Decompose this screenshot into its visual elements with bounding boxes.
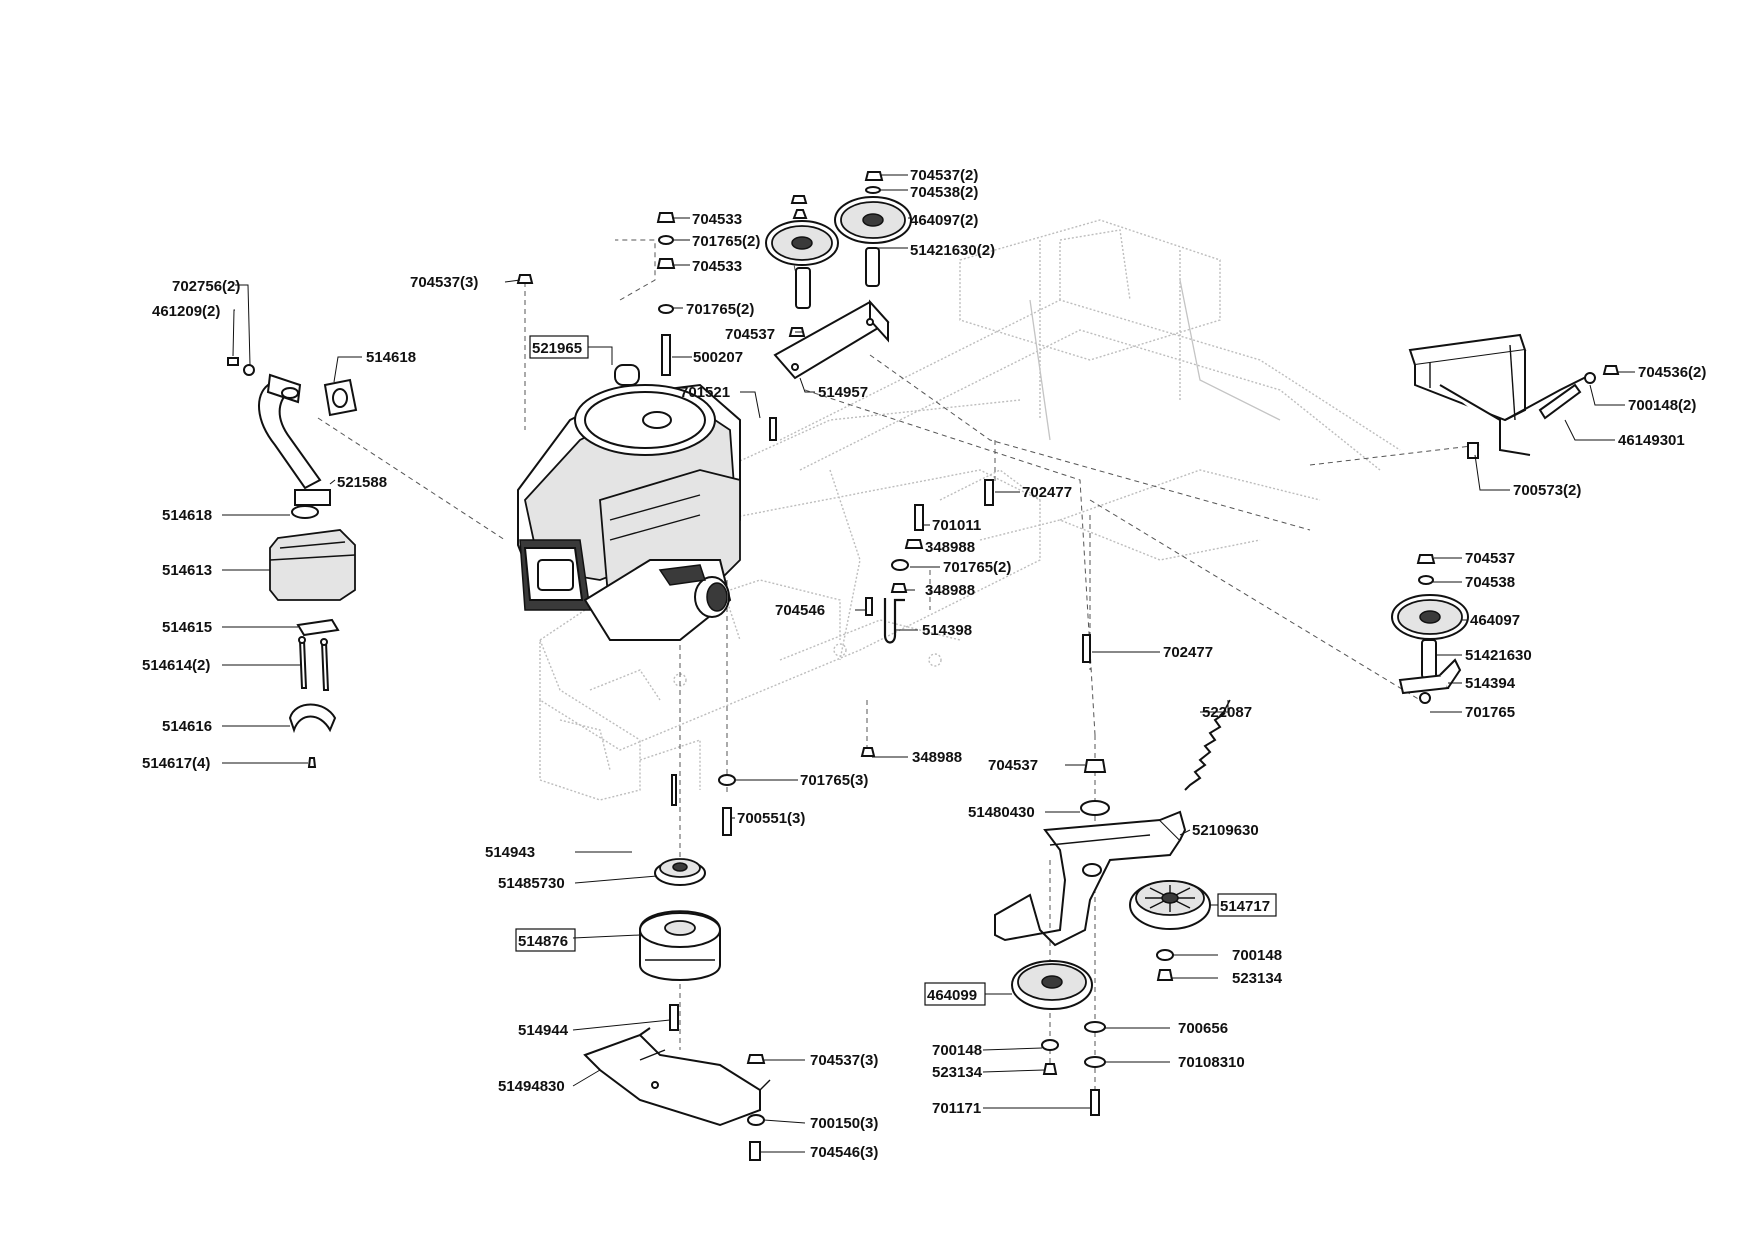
label-500207: 500207 [693, 349, 743, 366]
engine-assembly [517, 364, 741, 641]
label-523134-b: 523134 [932, 1064, 983, 1081]
leader-lines [222, 174, 1635, 1153]
label-514615: 514615 [162, 619, 212, 636]
label-514618-a: 514618 [366, 349, 416, 366]
label-701765-2-c: 701765(2) [943, 559, 1011, 576]
label-704537-r: 704537 [1465, 550, 1515, 567]
label-704537-3-lo: 704537(3) [810, 1052, 878, 1069]
label-51421630-2: 51421630(2) [910, 242, 995, 259]
label-704538-2: 704538(2) [910, 184, 978, 201]
label-51485730: 51485730 [498, 875, 565, 892]
label-701765-2-a: 701765(2) [692, 233, 760, 250]
right-pulley-stack [1391, 554, 1469, 704]
idler-arm-assembly [994, 699, 1231, 1116]
label-514617-4: 514617(4) [142, 755, 210, 772]
label-702477-b: 702477 [1163, 644, 1213, 661]
label-704538-r: 704538 [1465, 574, 1515, 591]
label-51480430: 51480430 [968, 804, 1035, 821]
label-514876: 514876 [518, 933, 568, 950]
label-523134-a: 523134 [1232, 970, 1283, 987]
label-704537-2: 704537(2) [910, 167, 978, 184]
label-521588: 521588 [337, 474, 387, 491]
clutch-assembly [583, 774, 771, 1161]
label-704536-2: 704536(2) [1638, 364, 1706, 381]
label-51494830: 51494830 [498, 1078, 565, 1095]
label-514614-2: 514614(2) [142, 657, 210, 674]
label-514957: 514957 [818, 384, 868, 401]
label-348988-a: 348988 [925, 539, 975, 556]
label-704537-mid: 704537 [725, 326, 775, 343]
label-701171: 701171 [932, 1100, 981, 1117]
label-514616: 514616 [162, 718, 212, 735]
part-labels: 704537(2) 704538(2) 464097(2) 51421630(2… [142, 167, 1706, 1161]
label-702477-a: 702477 [1022, 484, 1072, 501]
label-514613: 514613 [162, 562, 212, 579]
label-701011: 701011 [932, 517, 981, 534]
label-702756-2: 702756(2) [172, 278, 240, 295]
label-514394: 514394 [1465, 675, 1516, 692]
label-52109630: 52109630 [1192, 822, 1259, 839]
label-521965: 521965 [532, 340, 582, 357]
label-461209-2: 461209(2) [152, 303, 220, 320]
label-704537-lo: 704537 [988, 757, 1038, 774]
label-700551-3: 700551(3) [737, 810, 805, 827]
label-701521: 701521 [680, 384, 730, 401]
label-46149301: 46149301 [1618, 432, 1685, 449]
chassis-frame-ghost [539, 219, 1401, 801]
label-700150-3: 700150(3) [810, 1115, 878, 1132]
label-514398: 514398 [922, 622, 972, 639]
exhaust-system [227, 357, 358, 768]
label-704537-3-top: 704537(3) [410, 274, 478, 291]
label-700573-2: 700573(2) [1513, 482, 1581, 499]
label-704546: 704546 [775, 602, 825, 619]
label-514944: 514944 [518, 1022, 569, 1039]
label-464097-2: 464097(2) [910, 212, 978, 229]
label-70108310: 70108310 [1178, 1054, 1245, 1071]
label-51421630-r: 51421630 [1465, 647, 1532, 664]
top-pulleys [516, 171, 912, 441]
label-704533-b: 704533 [692, 258, 742, 275]
center-fasteners [860, 479, 1091, 757]
label-700656: 700656 [1178, 1020, 1228, 1037]
label-701765-r: 701765 [1465, 704, 1515, 721]
label-464099: 464099 [927, 987, 977, 1004]
label-701765-2-b: 701765(2) [686, 301, 754, 318]
label-348988-b: 348988 [925, 582, 975, 599]
label-514717: 514717 [1220, 898, 1270, 915]
highlight-boxes [515, 335, 1277, 1006]
label-514618-b: 514618 [162, 507, 212, 524]
label-701765-3: 701765(3) [800, 772, 868, 789]
label-700148-b: 700148 [932, 1042, 982, 1059]
assembly-lines [317, 239, 1481, 1100]
label-522087: 522087 [1202, 704, 1252, 721]
label-704546-3: 704546(3) [810, 1144, 878, 1161]
right-bracket-assembly [1408, 333, 1620, 459]
label-514943: 514943 [485, 844, 535, 861]
label-464097-r: 464097 [1470, 612, 1520, 629]
label-704533-a: 704533 [692, 211, 742, 228]
label-700148-a: 700148 [1232, 947, 1282, 964]
label-348988-c: 348988 [912, 749, 962, 766]
label-700148-2: 700148(2) [1628, 397, 1696, 414]
